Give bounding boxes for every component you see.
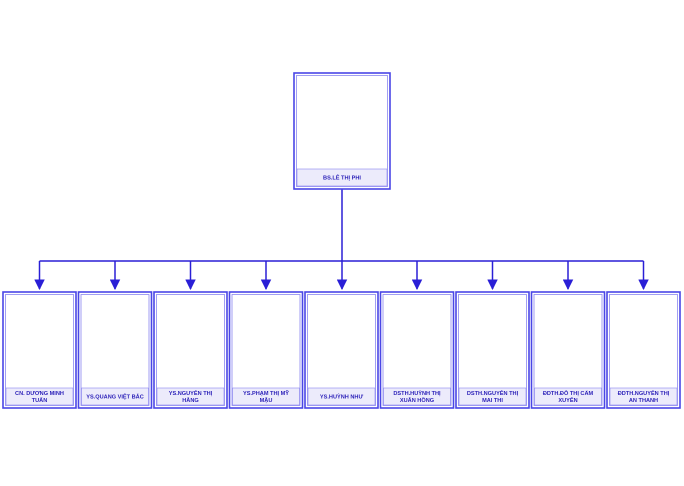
child-node-4-label-line: YS.PHẠM THỊ MỸ — [243, 390, 289, 397]
child-node-5-label-line: YS.HUỲNH NHƯ — [320, 394, 364, 401]
child-node-3-label-bar — [156, 387, 225, 406]
root-node-inner-frame — [296, 75, 388, 187]
child-node-5-label-bar — [307, 387, 376, 406]
child-node-8-label-line: XUYÊN — [558, 396, 577, 404]
child-node-2-label-bar — [81, 387, 149, 406]
child-node-9-label-bar — [609, 387, 678, 406]
child-node-1-label-line: CN. DƯƠNG MINH — [15, 391, 64, 397]
root-node-label-bar — [296, 168, 388, 187]
root-node-label-line: BS.LÊ THỊ PHI — [323, 174, 361, 182]
child-node-8-label-bar — [534, 387, 602, 406]
child-node-9-label-line: AN THANH — [629, 398, 658, 404]
child-node-6-label-bar — [383, 387, 451, 406]
child-node-2-label-line: YS.QUANG VIỆT BẮC — [86, 393, 144, 401]
child-node-4-label-line: MẬU — [260, 397, 273, 404]
child-node-2-inner-frame — [80, 294, 150, 406]
child-node-5-inner-frame — [307, 294, 376, 406]
child-node-7-label-bar — [458, 387, 527, 406]
child-node-8-inner-frame — [533, 294, 603, 406]
child-node-2: YS.QUANG VIỆT BẮC — [77, 291, 153, 409]
child-node-1-label-bar — [5, 387, 74, 406]
child-node-7-inner-frame — [458, 294, 527, 406]
child-node-9-inner-frame — [609, 294, 678, 406]
child-node-1-label-line: TUẤN — [32, 397, 48, 404]
child-node-6-label-line: DSTH.HUỲNH THỊ — [393, 390, 441, 397]
child-node-3-label-line: YS.NGUYỄN THỊ — [169, 390, 213, 397]
child-node-7-label-line: DSTH.NGUYỄN THỊ — [467, 390, 519, 397]
root-node: BS.LÊ THỊ PHI — [293, 72, 391, 190]
child-node-4-inner-frame — [231, 294, 301, 406]
child-node-3-inner-frame — [156, 294, 225, 406]
connectors — [34, 189, 649, 291]
child-node-4-label-bar — [232, 387, 300, 406]
child-node-6-inner-frame — [382, 294, 452, 406]
child-node-3-label-line: HẰNG — [182, 396, 198, 404]
child-node-8-label-line: ĐDTH.ĐỖ THỊ CẨM — [543, 390, 594, 397]
child-node-9-label-line: ĐDTH.NGUYỄN THỊ — [618, 390, 670, 397]
child-node-7-label-line: MAI THI — [482, 398, 503, 404]
child-node-5: YS.HUỲNH NHƯ — [304, 291, 379, 409]
child-node-6-label-line: XUÂN HỒNG — [400, 397, 434, 404]
child-node-1-inner-frame — [5, 294, 74, 406]
